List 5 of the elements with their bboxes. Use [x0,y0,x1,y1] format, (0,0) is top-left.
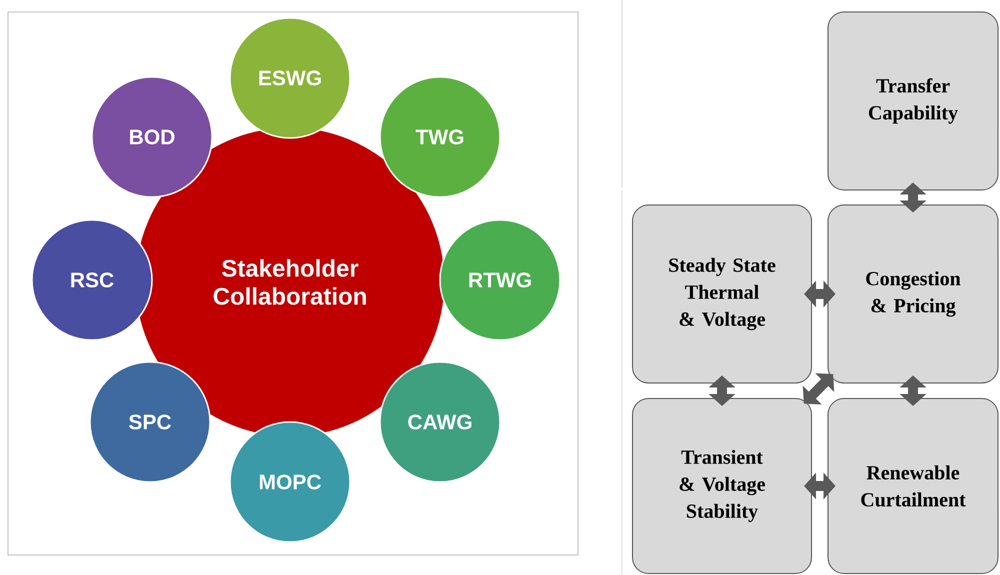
topic-box: Transfer Capability [828,12,999,190]
topic-box: Transient & Voltage Stability [632,398,812,574]
topic-box: Congestion & Pricing [828,204,999,384]
topic-box: Steady State Thermal & Voltage [632,204,812,384]
topic-box: Renewable Curtailment [828,398,999,574]
